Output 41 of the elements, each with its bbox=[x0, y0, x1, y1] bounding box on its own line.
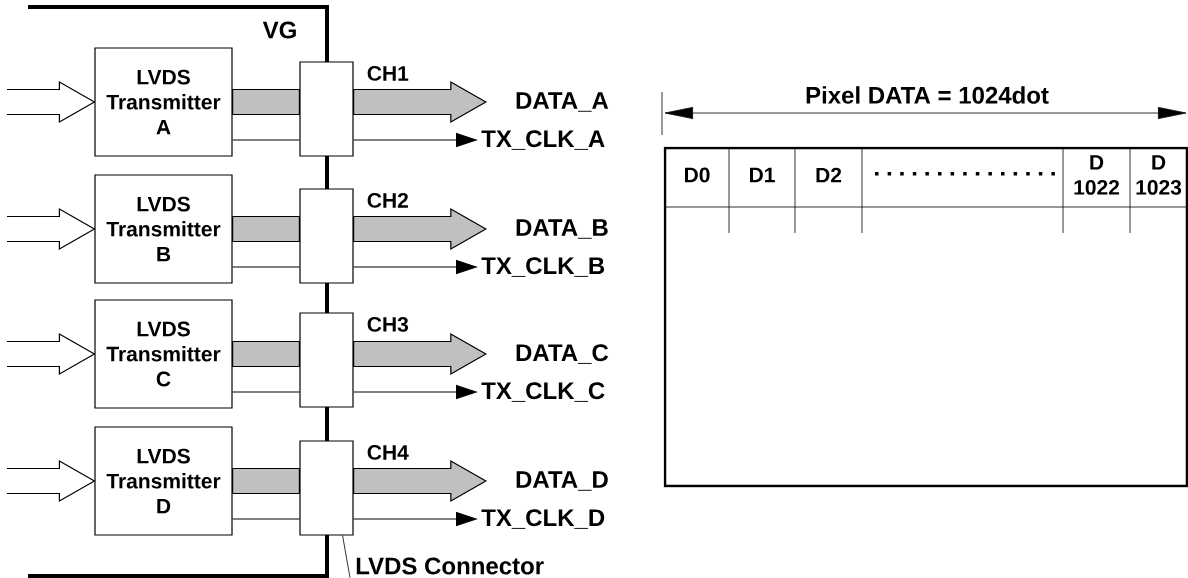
hollow-arrow bbox=[6, 332, 96, 376]
hollow-arrow bbox=[6, 207, 96, 251]
signal-label: DATA_A bbox=[516, 92, 609, 112]
transmitter-box: LVDS Transmitter C bbox=[94, 299, 233, 409]
transmitter-box: LVDS Transmitter D bbox=[94, 426, 233, 536]
signal-line bbox=[232, 139, 300, 141]
cell-label: D0 bbox=[685, 167, 710, 183]
signal-label: DATA_C bbox=[516, 344, 609, 364]
signal-label: DATA_B bbox=[516, 219, 608, 239]
data-bus bbox=[232, 215, 300, 243]
bus-arrow bbox=[353, 80, 488, 124]
signal-line bbox=[232, 391, 300, 393]
channel-label: CH1 bbox=[367, 65, 409, 81]
signal-label: TX_CLK_A bbox=[481, 130, 605, 150]
signal-label: TX_CLK_C bbox=[481, 382, 605, 402]
dimension-label: Pixel DATA = 1024dot bbox=[806, 86, 1049, 104]
cell-label: D1 bbox=[750, 167, 775, 183]
signal-line bbox=[232, 518, 300, 520]
signal-line bbox=[232, 266, 300, 268]
connector-label: LVDS Connector bbox=[356, 557, 544, 575]
channel-label: CH4 bbox=[367, 444, 409, 460]
data-bus bbox=[232, 467, 300, 495]
leader-line bbox=[342, 535, 351, 578]
channel-label: CH3 bbox=[367, 316, 409, 332]
data-bus bbox=[232, 88, 300, 116]
hollow-arrow bbox=[6, 80, 96, 124]
signal-label: TX_CLK_B bbox=[481, 257, 605, 277]
bus-arrow bbox=[353, 459, 488, 503]
housing-label: VG bbox=[262, 21, 296, 39]
signal-label: DATA_D bbox=[516, 471, 608, 491]
transmitter-box: LVDS Transmitter A bbox=[94, 47, 233, 157]
cell-label: D2 bbox=[816, 167, 842, 183]
bus-arrow bbox=[353, 207, 488, 251]
signal-label: TX_CLK_D bbox=[481, 509, 605, 529]
bus-arrow bbox=[353, 332, 488, 376]
cell-label: D 1022 bbox=[1074, 155, 1119, 195]
transmitter-box: LVDS Transmitter B bbox=[94, 174, 233, 284]
cell-label: D 1023 bbox=[1136, 155, 1182, 195]
data-bus bbox=[232, 340, 300, 368]
hollow-arrow bbox=[6, 459, 96, 503]
channel-label: CH2 bbox=[367, 192, 408, 208]
